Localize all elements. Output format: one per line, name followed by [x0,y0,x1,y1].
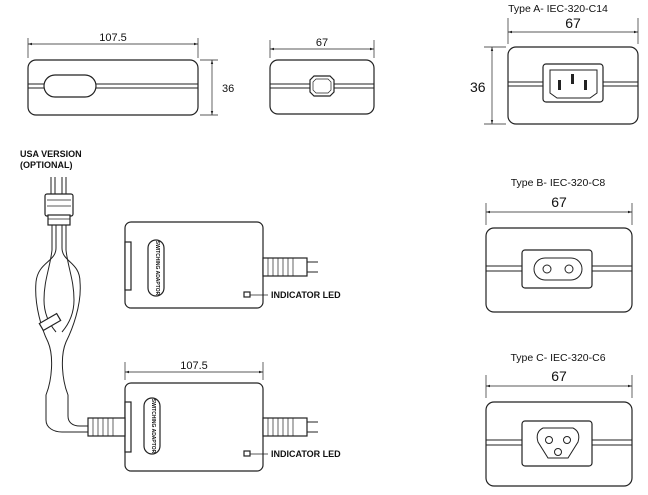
adapter-bottom-strain-relief-right [262,417,308,437]
dim-length-lower-label: 107.5 [180,360,208,372]
usa-plug: USA VERSION (OPTIONAL) [20,149,82,226]
usa-optional-label: (OPTIONAL) [20,160,73,170]
adapter-top-strain-relief [262,257,308,277]
type-b-dim-width: 67 [551,194,567,210]
dim-height-label: 36 [222,83,234,95]
usa-version-label: USA VERSION [20,149,82,159]
adapter-top-label-plate [147,239,165,297]
adapter-top-body [124,221,264,309]
indicator-led-label-bottom: INDICATOR LED [271,449,341,459]
adapter-top-led [243,291,251,298]
type-b-view: Type B- IEC-320-C8 67 [485,177,633,313]
adapter-bottom-view: 107.5 SWITCHING ADAPTOR INDICATOR LED [87,360,341,472]
adapter-top-name: SWITCHING ADAPTOR [154,241,160,296]
adapter-top-view: SWITCHING ADAPTOR INDICATOR LED [124,221,341,309]
adapter-bottom-name: SWITCHING ADAPTOR [150,399,156,454]
type-a-dim-width: 67 [565,15,581,31]
adapter-bottom-label-plate [143,397,161,455]
type-c-label: Type C- IEC-320-C6 [510,352,605,364]
type-a-label: Type A- IEC-320-C14 [508,3,608,15]
side-led-window [43,74,97,98]
indicator-led-label-top: INDICATOR LED [271,290,341,300]
cable-tie [38,312,62,332]
cable-loop [35,225,98,433]
iec-c6-inlet [521,420,593,467]
type-c-dim-width: 67 [551,368,567,384]
plug-head [44,193,74,217]
adapter-top-side-strip [124,241,132,291]
adapter-bottom-strain-relief-left [87,417,126,437]
adapter-bottom-side-strip [124,401,132,453]
dim-length-label: 107.5 [99,32,127,44]
end-cable-exit [309,75,335,97]
type-a-dim-height: 36 [470,79,486,95]
type-b-label: Type B- IEC-320-C8 [511,177,606,189]
type-c-view: Type C- IEC-320-C6 67 [485,352,633,487]
end-view: 67 [269,37,375,115]
adapter-bottom-led [243,450,251,457]
dim-width-label: 67 [316,37,328,49]
side-view: 107.5 36 [27,32,234,116]
type-a-view: Type A- IEC-320-C14 67 36 [470,3,639,125]
